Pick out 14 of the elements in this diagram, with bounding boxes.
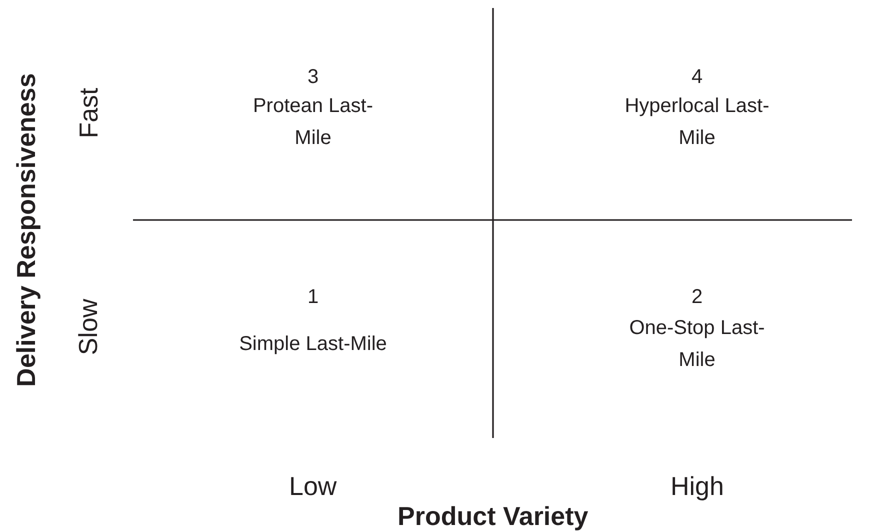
axis-tick-label: High (670, 473, 724, 499)
axis-title: Delivery Responsiveness (12, 73, 39, 387)
axis-title: Product Variety (398, 503, 588, 529)
axis-tick-label: Fast (74, 88, 101, 138)
quadrant-label: Hyperlocal Last-Mile (624, 94, 770, 151)
quadrant-number: 3 (308, 67, 319, 87)
quadrant-number: 2 (692, 287, 703, 307)
quadrant-label: Simple Last-Mile (238, 332, 388, 357)
quadrant-label: Protean Last-Mile (252, 94, 374, 151)
quadrant-number: 1 (308, 287, 319, 307)
axis-tick-label: Low (289, 473, 337, 499)
quadrant-label: One-Stop Last-Mile (628, 316, 766, 373)
axis-tick-label: Slow (75, 298, 102, 356)
quadrant-number: 4 (692, 67, 703, 87)
